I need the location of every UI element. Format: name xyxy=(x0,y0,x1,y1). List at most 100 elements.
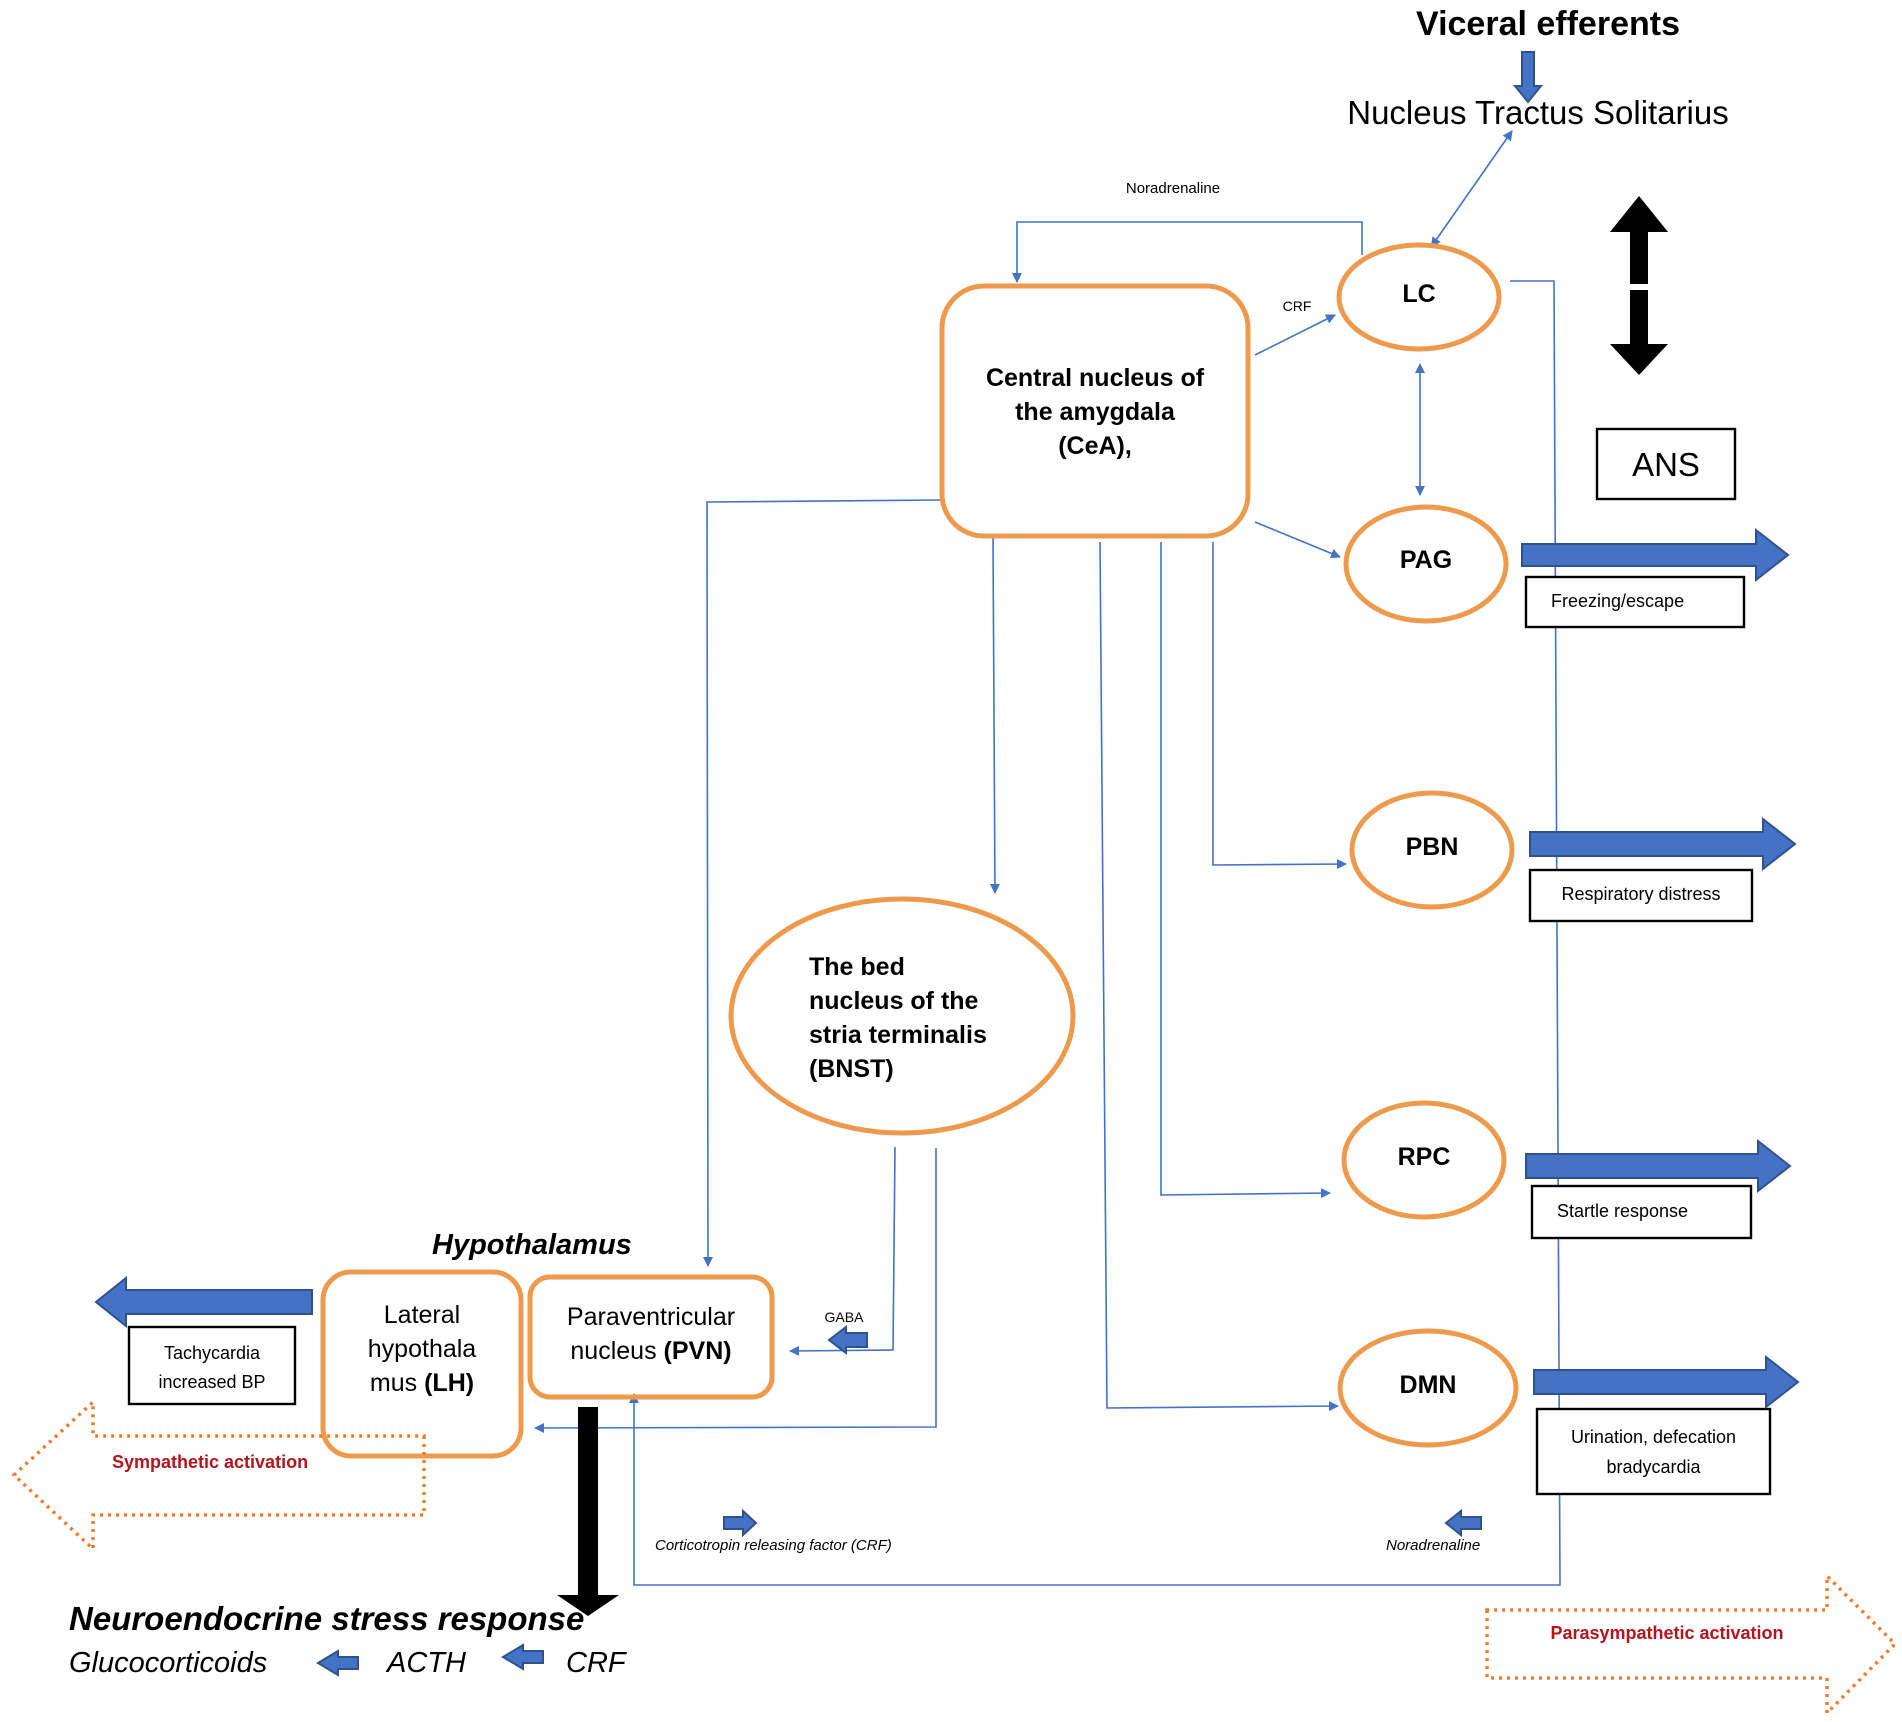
tachycardia-label: Tachycardia increased BP xyxy=(129,1339,295,1397)
lh-label-line3-bold: (LH) xyxy=(424,1369,475,1397)
nodes xyxy=(320,242,1519,1459)
lh-label-line1: Lateral xyxy=(383,1301,461,1329)
lc-pvn-connector xyxy=(629,280,1561,1586)
cea-node xyxy=(939,283,1251,539)
ans-box xyxy=(1595,427,1737,501)
startle-box xyxy=(1530,1184,1753,1240)
tachycardia-box xyxy=(127,1325,297,1406)
crf-acth-arrow xyxy=(501,1643,544,1671)
cea-dmn-connector xyxy=(1099,541,1339,1412)
block-arrows xyxy=(94,51,1800,1677)
output-boxes xyxy=(127,427,1772,1496)
cea-label: Central nucleus of the amygdala (CeA), xyxy=(942,361,1248,463)
urination-label-line1: Urination, defecation xyxy=(1570,1427,1737,1447)
crf-neuroendocrine-label: CRF xyxy=(566,1647,626,1679)
freezing-box xyxy=(1524,575,1746,629)
bnst-pvn-connector xyxy=(789,1146,896,1356)
lh-label-line2: hypothala xyxy=(367,1335,477,1363)
cea-bnst-connector xyxy=(989,537,1000,894)
pbn-label: PBN xyxy=(1405,833,1459,861)
glucocorticoids-label: Glucocorticoids xyxy=(69,1647,268,1679)
bnst-label-line1: The bed xyxy=(809,953,905,981)
lh-node xyxy=(320,1269,524,1459)
dmn-label: DMN xyxy=(1399,1371,1457,1399)
gaba-label: GABA xyxy=(824,1309,864,1325)
acth-label: ACTH xyxy=(387,1647,466,1679)
ans-label: ANS xyxy=(1632,446,1700,483)
dmn-node xyxy=(1337,1328,1519,1448)
cea-rpc-connector xyxy=(1160,542,1331,1199)
noradrenaline-legend-label: Noradrenaline xyxy=(1386,1537,1481,1554)
neuroendocrine-down-arrow xyxy=(557,1407,619,1616)
connectors xyxy=(534,130,1561,1586)
lc-node xyxy=(1336,242,1502,352)
bnst-lh-connector xyxy=(534,1148,937,1433)
pag-output-arrow xyxy=(1521,527,1790,583)
tachycardia-output-arrow xyxy=(94,1275,313,1329)
cea-label-line1: Central nucleus of xyxy=(985,364,1205,392)
respiratory-box xyxy=(1528,868,1754,923)
cea-label-line3: (CeA), xyxy=(1058,432,1132,460)
bnst-label-line2: nucleus of the xyxy=(809,987,979,1015)
parasympathetic-activation-arrow xyxy=(1485,1571,1898,1718)
crf-legend-arrow xyxy=(723,1508,758,1538)
hypothalamus-label: Hypothalamus xyxy=(432,1229,632,1261)
tachycardia-label-line2: increased BP xyxy=(158,1372,266,1392)
dmn-output-arrow xyxy=(1533,1354,1800,1410)
sympathetic-activation-arrow xyxy=(11,1398,426,1554)
crf-small-label: CRF xyxy=(1282,298,1312,314)
freezing-label: Freezing/escape xyxy=(1551,591,1685,611)
pvn-node xyxy=(527,1274,775,1400)
pvn-label-line2-bold: (PVN) xyxy=(663,1337,732,1365)
lh-label-line3: mus (LH) xyxy=(323,1366,521,1400)
tachycardia-label-line1: Tachycardia xyxy=(163,1343,261,1363)
bnst-label: The bed nucleus of the stria terminalis … xyxy=(809,950,1049,1086)
lh-label-line3-pre: mus xyxy=(369,1369,425,1397)
gaba-small-arrow xyxy=(827,1324,868,1356)
bnst-label-line3: stria terminalis xyxy=(809,1021,987,1049)
acth-glucocorticoids-arrow xyxy=(316,1649,359,1677)
rpc-output-arrow xyxy=(1525,1138,1792,1194)
pvn-label: Paraventricular nucleus (PVN) xyxy=(530,1300,772,1368)
pbn-node xyxy=(1349,790,1515,910)
activation-arrows xyxy=(11,1398,1898,1718)
neuroendocrine-title: Neuroendocrine stress response xyxy=(69,1600,585,1637)
pag-node xyxy=(1343,504,1509,624)
noradrenaline-connector xyxy=(1012,221,1363,283)
bnst-node xyxy=(728,896,1076,1136)
respiratory-label: Respiratory distress xyxy=(1561,884,1721,904)
urination-label-line2: bradycardia xyxy=(1606,1457,1701,1477)
rpc-label: RPC xyxy=(1397,1143,1451,1171)
pag-label: PAG xyxy=(1399,546,1453,574)
rpc-node xyxy=(1341,1100,1507,1220)
lc-label: LC xyxy=(1402,280,1436,308)
ans-double-arrow-up xyxy=(1610,196,1668,284)
cea-pvn-connector xyxy=(702,499,941,1267)
cea-pbn-connector xyxy=(1212,542,1347,870)
lc-nts-connector xyxy=(1430,130,1513,248)
black-arrows xyxy=(557,196,1668,1616)
noradrenaline-legend-arrow xyxy=(1444,1508,1482,1538)
ans-double-arrow-down xyxy=(1610,290,1668,375)
cea-lc-connector xyxy=(1254,314,1336,356)
pvn-label-line2: nucleus (PVN) xyxy=(530,1334,772,1368)
pvn-label-line1: Paraventricular xyxy=(566,1303,736,1331)
visceral-efferents-label: Viceral efferents xyxy=(1416,5,1680,43)
parasympathetic-activation-label: Parasympathetic activation xyxy=(1550,1623,1784,1643)
pvn-label-line2-pre: nucleus xyxy=(570,1337,664,1365)
urination-label: Urination, defecation bradycardia xyxy=(1537,1422,1770,1482)
urination-box xyxy=(1535,1407,1772,1496)
noradrenaline-top-label: Noradrenaline xyxy=(1125,180,1221,197)
crf-legend-label: Corticotropin releasing factor (CRF) xyxy=(655,1537,892,1554)
lh-label: Lateral hypothala mus (LH) xyxy=(323,1298,521,1400)
pbn-output-arrow xyxy=(1529,816,1797,872)
visceral-down-arrow xyxy=(1512,51,1544,104)
bnst-label-line4: (BNST) xyxy=(809,1055,894,1083)
nts-label: Nucleus Tractus Solitarius xyxy=(1347,94,1729,131)
sympathetic-activation-label: Sympathetic activation xyxy=(112,1452,309,1472)
cea-pag-connector xyxy=(1254,521,1341,559)
startle-label: Startle response xyxy=(1557,1201,1689,1221)
cea-label-line2: the amygdala xyxy=(1015,398,1175,426)
